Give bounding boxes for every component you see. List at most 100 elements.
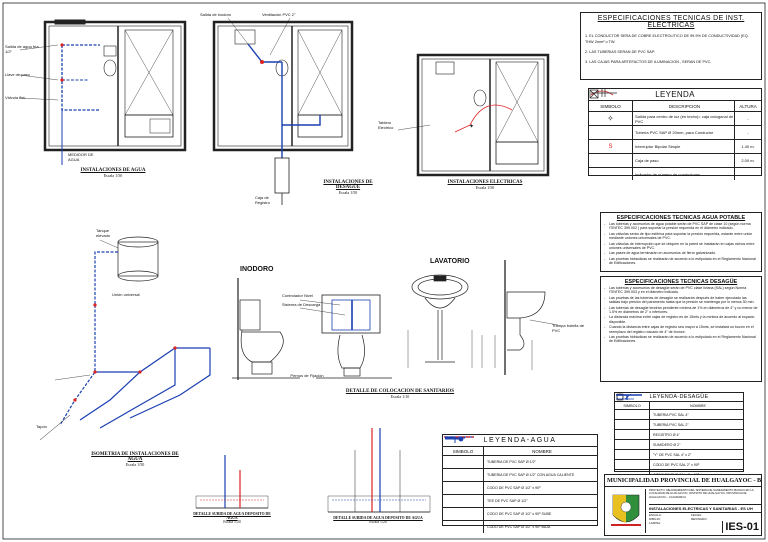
leyenda-elec-desc: Indicador de número de conductores [633, 168, 735, 180]
spec-agua-item-4: Las pases de agua terminarán en accesori… [604, 251, 758, 256]
label-sistema-descarga: Sistema de Descarga [282, 302, 321, 307]
leyenda-agua-label: TEE DE PVC SAP Ø 1/2" [487, 499, 528, 503]
leyenda-desague-title: LEYENDA-DESAGÜE [649, 394, 709, 400]
leyenda-agua-header-nombre: NOMBRE [532, 448, 552, 454]
leyenda-desague-header-nombre: NOMBRE [690, 403, 706, 408]
detalle-subida-1 [195, 455, 269, 509]
label-salida-inodoro: Salida de inodoro [200, 12, 232, 17]
leyenda-agua-row: CODO DE PVC SAP Ø 1/2" x 90º SUBE [443, 436, 597, 520]
caption-detalle-2-scale: Escala 1/20 [369, 520, 387, 524]
switch-icon: S [589, 140, 633, 153]
leyenda-elec-title: LEYENDA [655, 90, 695, 99]
leyenda-elec-row: ✧ Salida para centro de luz (en techo)= … [589, 111, 761, 125]
title-block-field: DIBUJO: [649, 517, 661, 521]
leyenda-agua-label: CODO DE PVC SAP Ø 1/2" x 90º SUBE [487, 512, 552, 516]
leyenda-agua-label: CODO DE PVC SAP Ø 1/2" x 90º [487, 486, 541, 490]
spec-electricas-item-3: 3. LAS CAJAS PARA ARTEFACTOS DE ILUMINAC… [585, 60, 712, 64]
leyenda-agua-header-simbolo: SIMBOLO [443, 447, 484, 455]
leyenda-elec-header-row: SIMBOLO DESCRIPCION ALTURA [589, 100, 761, 111]
spec-desague-title: ESPECIFICACIONES TECNICAS DESAGÜE [624, 279, 738, 285]
elbow-2in-icon [615, 394, 650, 469]
caption-inst-desague: INSTALACIONES DE DESAGÜE Escala 1/50 [318, 180, 378, 195]
tee-icon [443, 437, 484, 507]
title-inodoro: INODORO [240, 266, 274, 273]
label-medidor: MEDIDOR DE AGUA [68, 152, 94, 162]
leyenda-elec-alt: - [747, 130, 749, 135]
caption-isometria-scale: Escala 1/50 [125, 462, 145, 467]
caption-detalle-1-title: DETALLE SUBIDA DE AGUA DEPOSITO DE AGUA [193, 512, 271, 520]
spec-desague-item-1: Las tuberías y accesorios de desagüe ser… [604, 286, 758, 295]
title-block-plan: INSTALACIONES ELECTRICAS Y SANITARIAS - … [649, 504, 761, 513]
leyenda-elec-row: Caja de paso 2.00 m. [589, 89, 761, 167]
leyenda-agua-title: LEYENDA-AGUA [483, 437, 557, 444]
plan-agua [19, 19, 187, 165]
pipe-4in-icon [615, 394, 650, 419]
leyenda-elec-row: Indicador de número de conductores [589, 89, 761, 180]
leyenda-elec-header-desc: DESCRIPCION [633, 101, 735, 111]
caption-inst-desague-scale: Escala 1/50 [338, 190, 358, 195]
caption-detalle-2: DETALLE SUBIDA DE AGUA DEPOSITO DE AGUA … [328, 516, 428, 524]
leyenda-elec-row: Tubería PVC SAP Ø 20mm, para Conductor - [589, 90, 761, 139]
spec-electricas-item-2: 2. LAS TUBERIAS SERAN DE PVC SAP. [585, 50, 655, 54]
leyenda-agua-header-row: SIMBOLO NOMBRE [443, 446, 597, 455]
spec-agua-item-1: Las tuberías y accesorios de agua potabl… [604, 222, 758, 231]
spec-electricas-item-1: 1. EL CONDUCTOR SERA DE COBRE ELECTROLIT… [585, 34, 749, 44]
caption-inst-desague-title: INSTALACIONES DE DESAGÜE [323, 180, 373, 190]
spec-desague-box: ESPECIFICACIONES TECNICAS DESAGÜE Las tu… [600, 276, 762, 382]
caption-isometria: ISOMETRIA DE INSTALACIONES DE AGUA Escal… [85, 452, 185, 467]
leyenda-elec-desc: Tubería PVC SAP Ø 20mm, para Conductor [633, 126, 735, 139]
cold-pipe-icon [443, 436, 484, 468]
leyenda-agua-label: TUBERIA DE PVC SAP Ø 1/2" CON AGUA CALIE… [487, 473, 575, 477]
isometria-agua [39, 236, 211, 441]
leyenda-elec-desc: Interruptor Bipolar Simple [633, 140, 735, 153]
label-pernos-fijacion: Pernos de Fijación [290, 373, 324, 378]
spec-desague-item-3: Las tuberías de desagüe tendrán pendient… [604, 306, 758, 315]
caption-detalle-1-scale: Escala 1/20 [223, 520, 241, 524]
pipe-2in-icon [615, 394, 650, 429]
spec-agua-box: ESPECIFICACIONES TECNICAS AGUA POTABLE L… [600, 212, 762, 272]
leyenda-desague-label: TUBERIA PVC SAL 2" [653, 422, 689, 427]
spec-agua-item-2: Las válvulas serán de tipo esférica para… [604, 232, 758, 241]
spec-desague-item-6: Las pruebas hidráulicas se realizarán de… [604, 335, 758, 344]
leyenda-desague-row: TUBERIA PVC SAL 4" [615, 394, 743, 419]
label-tablero: Tablero Electrico [378, 120, 394, 130]
caption-inst-electricas: INSTALACIONES ELECTRICAS Escala 1/50 [440, 180, 530, 190]
leyenda-desague-label: SUMIDERO Ø 2" [653, 442, 681, 447]
leyenda-agua-label: CODO DE PVC SAP Ø 1/2" x 90º BAJA [487, 525, 551, 529]
leyenda-elec-desc: Salida para centro de luz (en techo)= ca… [635, 112, 735, 125]
caption-detalle-sanitarios: DETALLE DE COLOCACION DE SANITARIOS Esca… [340, 389, 460, 399]
leyenda-elec-alt [735, 168, 761, 180]
caption-inst-agua-scale: Escala 1/50 [103, 173, 123, 178]
inodoro-drawing [232, 278, 392, 380]
label-union: Unión universal [112, 292, 140, 297]
leyenda-agua-box: LEYENDA-AGUA SIMBOLO NOMBRE TUBERIA DE P… [442, 434, 598, 533]
leyenda-desague-row: REGISTRO Ø 4" [615, 393, 743, 439]
title-block: MUNICIPALIDAD PROVINCIAL DE HUALGAYOC - … [604, 474, 762, 536]
leyenda-elec-alt: 2.00 m. [741, 158, 755, 163]
caption-inst-electricas-title: INSTALACIONES ELECTRICAS [447, 180, 523, 185]
leyenda-elec-alt: - [747, 116, 749, 121]
leyenda-desague-label: "Y" DE PVC SAL 4" x 2" [653, 452, 692, 457]
label-tapon: Tapón [36, 424, 47, 429]
leyenda-agua-row: TUBERIA DE PVC SAP Ø 1/2" CON AGUA CALIE… [443, 436, 597, 481]
svg-text:✦: ✦ [469, 123, 474, 130]
spec-electricas-box: ESPECIFICACIONES TECNICAS DE INST. ELECT… [580, 12, 762, 80]
title-block-field: ESCALA: [649, 513, 662, 517]
plan-desague [212, 17, 354, 205]
spec-agua-item-5: Las pruebas hidráulicas se realizarán de… [604, 257, 758, 266]
leyenda-agua-row: CODO DE PVC SAP Ø 1/2" x 90º [443, 436, 597, 494]
caption-inst-agua: INSTALACIONES DE AGUA Escala 1/50 [68, 168, 158, 178]
leyenda-agua-row: TUBERIA DE PVC SAP Ø 1/2" [443, 436, 597, 468]
label-llave-paso: Llave de paso [5, 72, 30, 77]
title-block-fields: ESCALA: FECHA: DIBUJO: REVISADO: LAMINA: [649, 513, 733, 525]
elbow-down-icon [443, 437, 484, 533]
label-trampa-botella: Trampa botella de PVC [552, 323, 585, 333]
leyenda-elec-alt: 1.40 m. [741, 144, 755, 149]
title-block-field: FECHA: [691, 513, 703, 517]
label-tanque: Tanque elevado [96, 228, 111, 238]
caption-detalle-sanitarios-title: DETALLE DE COLOCACION DE SANITARIOS [345, 389, 455, 394]
spec-desague-item-2: Las pruebas de las tuberías de desagüe s… [604, 296, 758, 305]
leyenda-desague-row: TUBERIA PVC SAL 2" [615, 394, 743, 429]
